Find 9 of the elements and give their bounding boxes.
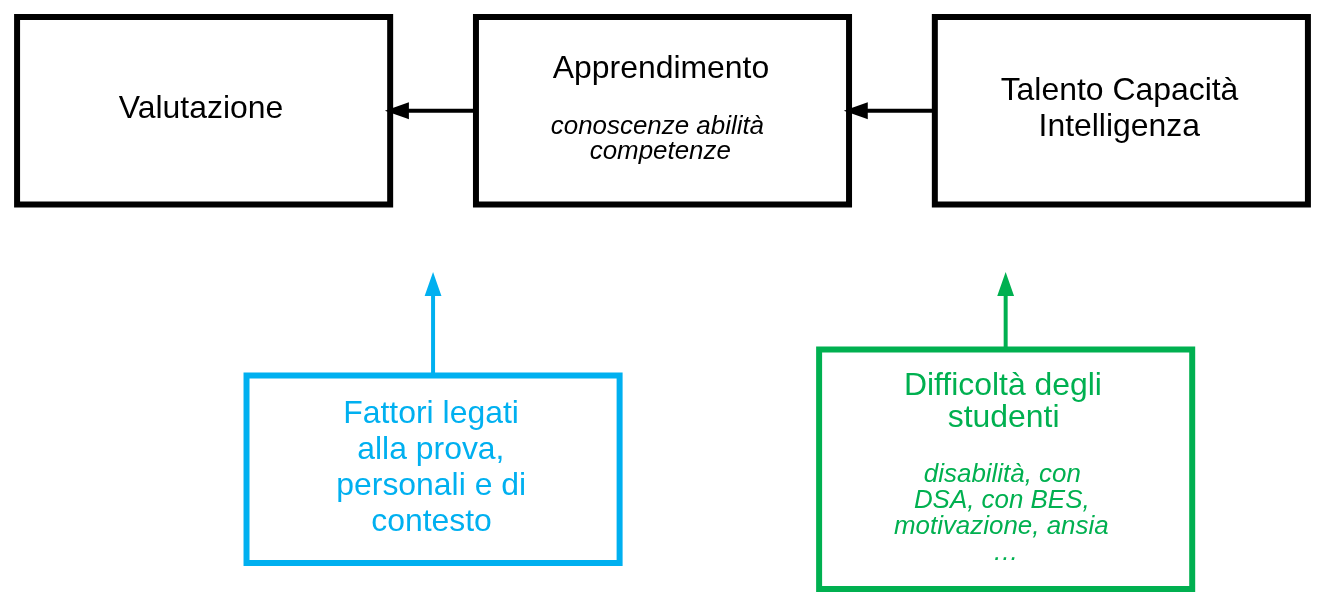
node-box: Valutazione — [14, 14, 394, 208]
arrow — [424, 271, 442, 376]
arrow — [843, 102, 935, 120]
node-box: Apprendimento conoscenze abilità competenze — [472, 14, 853, 208]
node-box: Difficoltà degli studenti disabilità, con DSA, con BES, motivazione, ansia … — [816, 346, 1196, 592]
node-box: Talento Capacità Intelligenza — [931, 14, 1311, 208]
node-box: Fattori legati alla prova, personali e di contesto — [243, 372, 623, 567]
arrow — [384, 102, 476, 120]
arrow — [997, 271, 1015, 350]
